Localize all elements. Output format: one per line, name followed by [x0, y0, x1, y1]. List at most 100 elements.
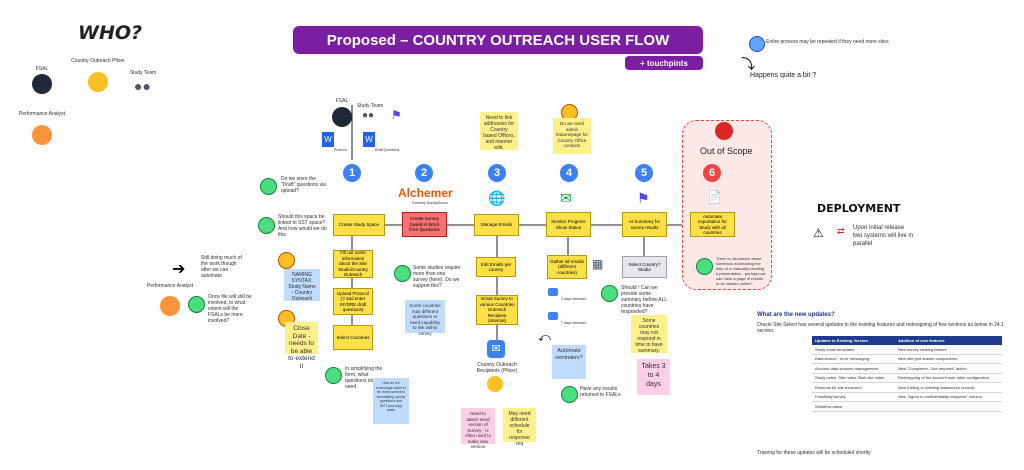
table-row: Study notes, Site notes, Bulk site notes…: [812, 373, 1002, 383]
table-cell: Reasons for site exclusion: [812, 382, 895, 393]
word-doc-icon: W: [322, 132, 334, 147]
table-cell: Workflow tasks: [812, 401, 895, 412]
deployment-text: Upon initial release two systems will li…: [853, 225, 914, 247]
who-heading: WHO?: [78, 22, 143, 44]
note-draft-questions: Do we store the "Draft" questions via up…: [281, 176, 326, 194]
recipients-avatar: [487, 376, 503, 392]
table-cell: Study notes, Site notes, Bulk site notes: [812, 373, 895, 383]
edit-emails-box: Edit Emails per country: [476, 257, 516, 277]
word-doc-icon-2: W: [363, 132, 375, 147]
alchemer-sub: Formerly SurveyGizmo: [412, 201, 448, 205]
step-2-badge: 2: [415, 164, 433, 182]
table-icon: ▦: [592, 257, 604, 271]
table-cell: Study email templates: [812, 345, 895, 355]
table-cell: New site grid drawer components: [894, 354, 1002, 364]
updates-footer: Training for these updates will be sched…: [757, 450, 871, 456]
table-cell: New survey ranking feature: [894, 345, 1002, 355]
study-team-icon: ●●: [134, 78, 151, 94]
thinking-emoji-3: [278, 252, 295, 269]
reminder-7-days: 7 days reminder: [561, 321, 587, 325]
updates-col-existing: Updates to Existing Version: [812, 336, 895, 345]
create-study-space-box: Create Study Space: [333, 214, 385, 236]
study-team-flow-icon: ●●: [362, 110, 375, 121]
table-cell: Account data sources management: [812, 363, 895, 374]
protocol-label: Protocol: [334, 148, 347, 152]
step-5-badge: 5: [635, 164, 653, 182]
fsal-flow-label: FSAL: [335, 98, 349, 104]
page-title: Proposed – COUNTRY OUTREACH USER FLOW: [293, 26, 703, 54]
takes-days-sticky: Takes 3 to 4 days: [637, 359, 670, 395]
admin-feature-sticky: Do we need admin feature/page for Countr…: [553, 118, 591, 154]
need-link-sticky: Need to link addresses for Country based…: [480, 112, 518, 151]
note-link-sst: Should this space be linked to SST space…: [278, 214, 327, 238]
reminder-3-days: 3 days reminder: [561, 297, 587, 301]
table-cell: Redesigning of the Account note label co…: [894, 373, 1002, 383]
updates-table-wrap: Updates to Existing Version Addition of …: [812, 336, 1002, 412]
automate-reminders-sticky: Automate reminders?: [552, 345, 586, 379]
arrow-icon: ➔: [172, 261, 186, 278]
touchpoints-badge: + touchpints: [625, 56, 703, 70]
performance-analyst-flow-avatar: [160, 296, 180, 316]
performance-analyst-avatar: [32, 125, 52, 145]
table-cell: Feasibility survey: [812, 392, 895, 402]
step-3-badge: 3: [488, 164, 506, 182]
calendar-icon-2: [548, 312, 558, 320]
select-country-box: Select Country? Studio: [622, 256, 667, 278]
step-1-badge: 1: [343, 164, 361, 182]
upload-protocol-box: Upload Protocol (? and enter SF/DRE draf…: [333, 288, 373, 315]
study-team-flow-label: Study Team: [356, 103, 384, 109]
performance-analyst-label: Performance Analyst: [18, 111, 66, 117]
file-icon: 📄: [707, 190, 722, 204]
note-still-doing: Still doing much of the work though afte…: [201, 255, 242, 279]
table-cell: New "Agree to confidentiality response" …: [894, 392, 1002, 402]
monitor-progress-box: Monitor Progress Show Status: [546, 212, 591, 237]
note-results-returned: Have any results returned to FSALs: [580, 386, 621, 398]
performance-analyst-flow-label: Performance Analyst: [146, 283, 194, 289]
out-of-scope-label: Out of Scope: [700, 146, 753, 156]
create-survey-box: Create Survey based in Word from Questio…: [402, 212, 447, 237]
manage-emails-box: Manage Emails: [474, 214, 519, 236]
table-cell: [894, 401, 1002, 412]
fsal-label: FSAL: [35, 66, 49, 72]
repeat-note: Entire process may be repeated if they n…: [766, 39, 889, 45]
globe-icon: 🌐: [488, 190, 506, 206]
close-date-sticky: Close Date - needs to be able to extend …: [285, 322, 318, 370]
thinking-emoji-11: [696, 258, 713, 275]
some-countries-sticky: Some countries may different questions o…: [405, 300, 445, 336]
note-summary-before: Should / Can we provide some summary bef…: [621, 285, 667, 315]
repeat-icon: [749, 36, 765, 52]
email-survey-box: Email Survey to various Countries Outrea…: [476, 295, 518, 325]
updates-intro: Oracle Site Select has several updates t…: [757, 322, 1004, 334]
gather-results-box: Gather all results (different countries): [547, 255, 587, 279]
step-4-badge: 4: [560, 164, 578, 182]
table-cell: Data source - error messaging: [812, 354, 895, 364]
fsal-flow-avatar: [332, 107, 352, 127]
study-team-label: Study Team: [129, 70, 157, 76]
table-row: Workflow tasks: [812, 401, 1002, 412]
fill-info-box: Fill out some information about the Site…: [333, 250, 373, 278]
thinking-emoji-7: [394, 265, 411, 282]
automate-export-box: Automate exportation for Study with all …: [690, 212, 735, 237]
microscope-icon-2: ⚑: [637, 190, 650, 206]
arrow-icon-2: ⤺: [538, 330, 551, 344]
select-countries-box: Select Countries: [333, 325, 373, 350]
alchemer-logo: Alchemer: [398, 186, 453, 200]
no-entry-icon: [715, 122, 733, 140]
recipients-label: Country Outreach Recipients (Pfizer): [476, 362, 518, 374]
note-fsal-involved: Once file will still be involved, to wha…: [208, 294, 252, 324]
attach-word-sticky: Need to attach word version of Survey - …: [461, 408, 495, 449]
mail-icon: ✉: [487, 340, 505, 358]
updates-table: Updates to Existing Version Addition of …: [812, 336, 1002, 412]
thinking-emoji-2: [258, 217, 275, 234]
thinking-emoji-5: [188, 296, 205, 313]
step-6-badge: 6: [703, 164, 721, 182]
not-respond-sticky: Some countries may not respond in time t…: [631, 315, 667, 354]
email-chart-icon: ✉: [560, 190, 572, 206]
note-simplifying: In simplifying the form, what questions …: [345, 366, 383, 390]
